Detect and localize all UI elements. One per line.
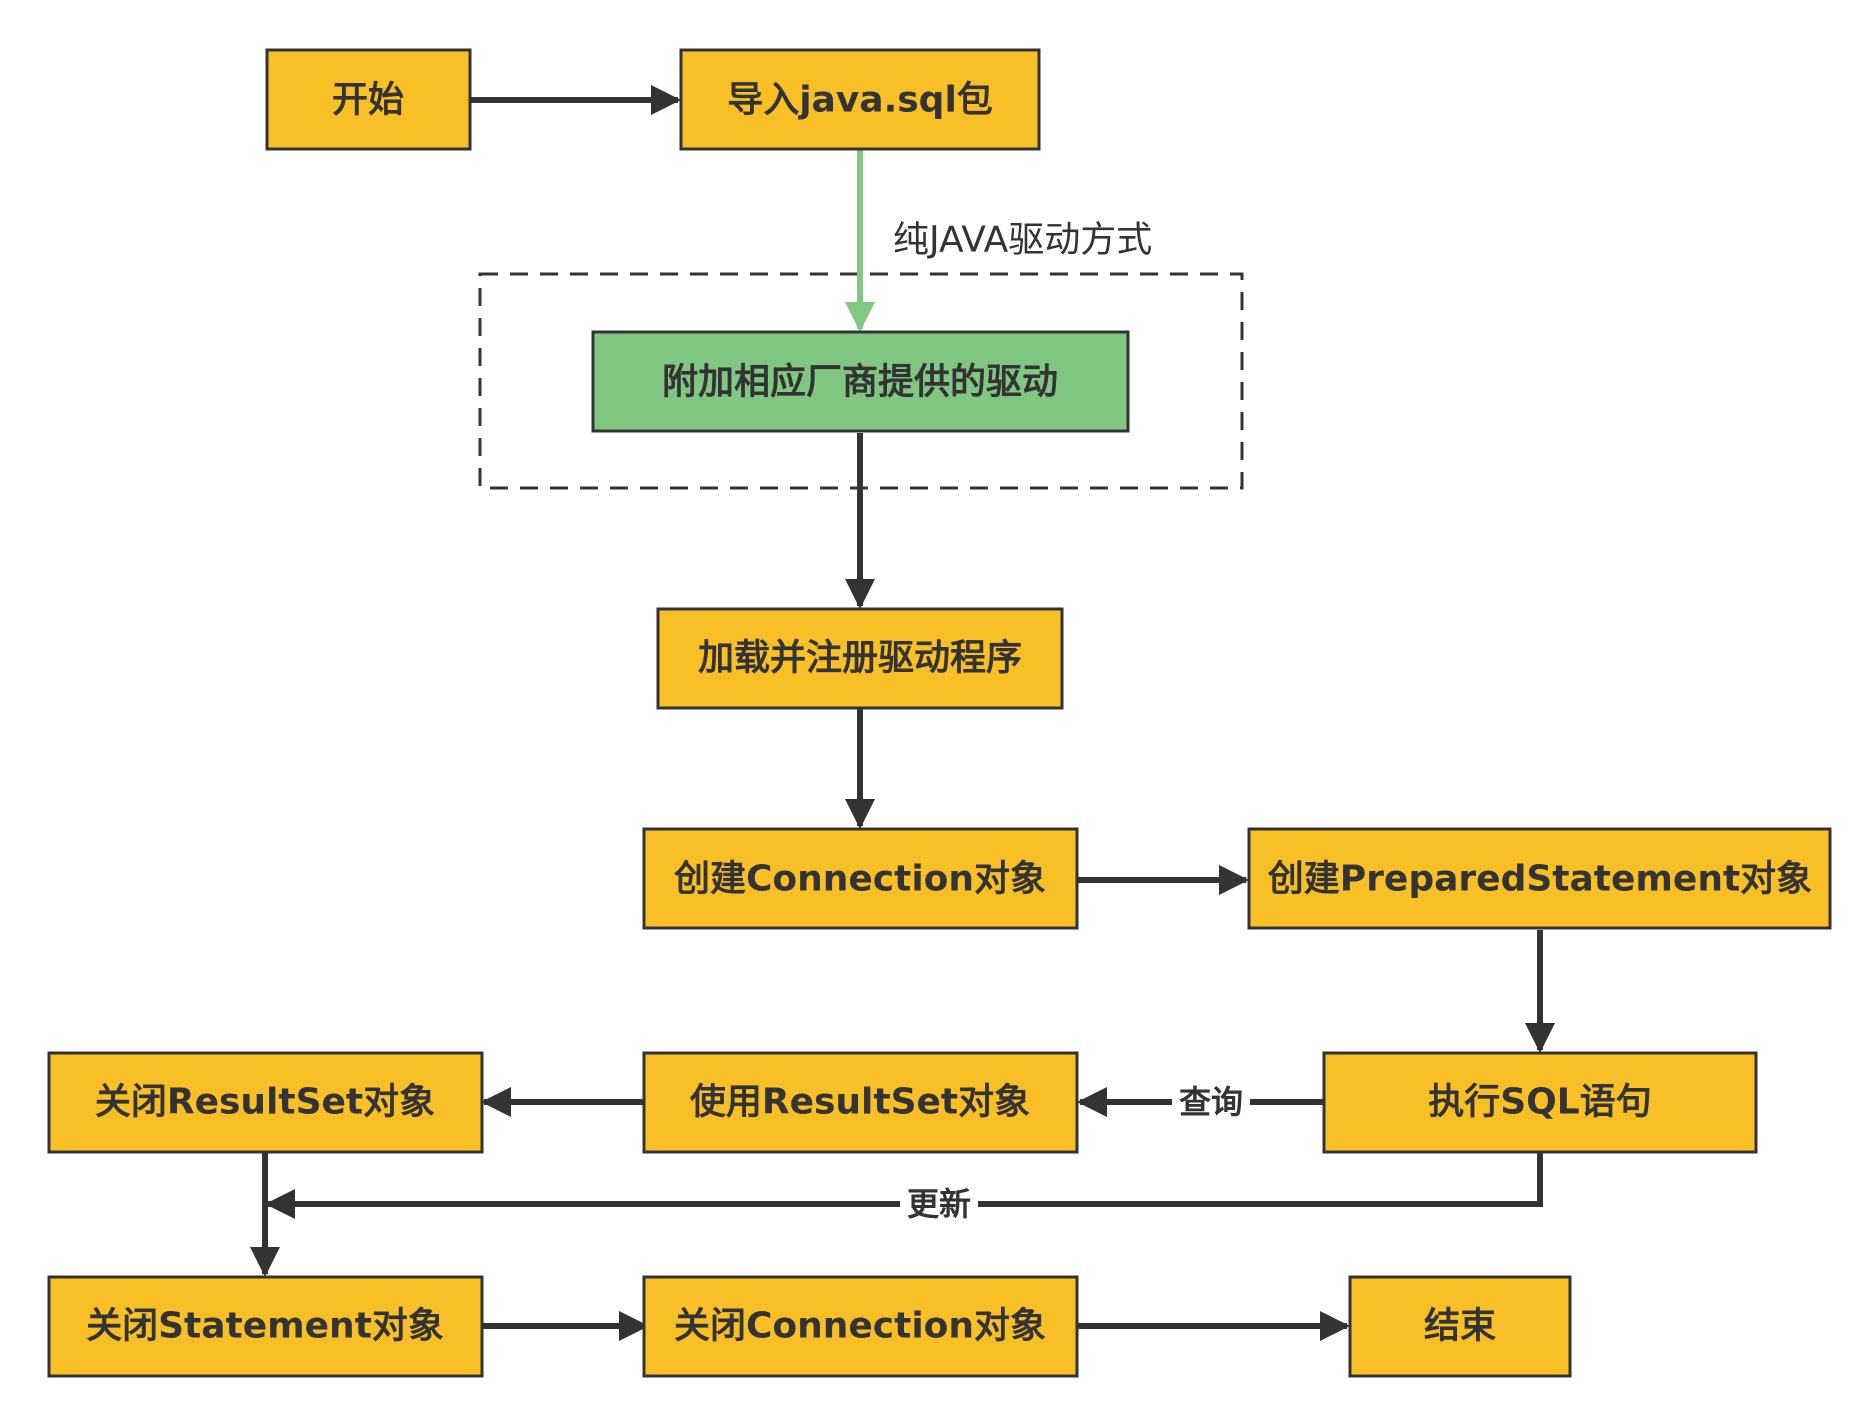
node-execute-sql: 执行SQL语句 (1322, 1051, 1758, 1154)
node-use-resultset-label: 使用ResultSet对象 (690, 1082, 1030, 1123)
node-start: 开始 (265, 48, 472, 151)
node-vendor-driver: 附加相应厂商提供的驱动 (591, 330, 1130, 433)
node-create-statement: 创建PreparedStatement对象 (1247, 827, 1832, 930)
node-load-driver: 加载并注册驱动程序 (656, 607, 1064, 710)
node-create-connection: 创建Connection对象 (642, 827, 1079, 930)
node-close-connection-label: 关闭Connection对象 (674, 1306, 1046, 1347)
node-import: 导入java.sql包 (679, 48, 1041, 151)
node-create-connection-label: 创建Connection对象 (674, 859, 1046, 900)
node-use-resultset: 使用ResultSet对象 (642, 1051, 1079, 1154)
node-load-driver-label: 加载并注册驱动程序 (698, 638, 1022, 679)
node-start-label: 开始 (332, 80, 404, 121)
node-end-label: 结束 (1424, 1306, 1496, 1347)
edge-execute-update-to-close-statement (265, 1153, 1543, 1219)
node-close-resultset: 关闭ResultSet对象 (47, 1051, 484, 1154)
node-close-statement: 关闭Statement对象 (47, 1275, 484, 1378)
node-vendor-driver-label: 附加相应厂商提供的驱动 (662, 362, 1058, 403)
node-close-statement-label: 关闭Statement对象 (86, 1306, 444, 1347)
node-create-statement-label: 创建PreparedStatement对象 (1268, 859, 1812, 900)
edges (250, 85, 1555, 1341)
node-execute-sql-label: 执行SQL语句 (1428, 1082, 1651, 1123)
node-end: 结束 (1348, 1275, 1572, 1378)
label-query-bg (1172, 1082, 1250, 1122)
label-pure-java: 纯JAVA驱动方式 (893, 220, 1152, 261)
node-close-connection: 关闭Connection对象 (642, 1275, 1079, 1378)
label-query: 查询 (1179, 1083, 1243, 1121)
label-update: 更新 (907, 1185, 971, 1223)
node-import-label: 导入java.sql包 (727, 80, 993, 121)
node-close-resultset-label: 关闭ResultSet对象 (95, 1082, 435, 1123)
label-update-bg (900, 1184, 978, 1224)
